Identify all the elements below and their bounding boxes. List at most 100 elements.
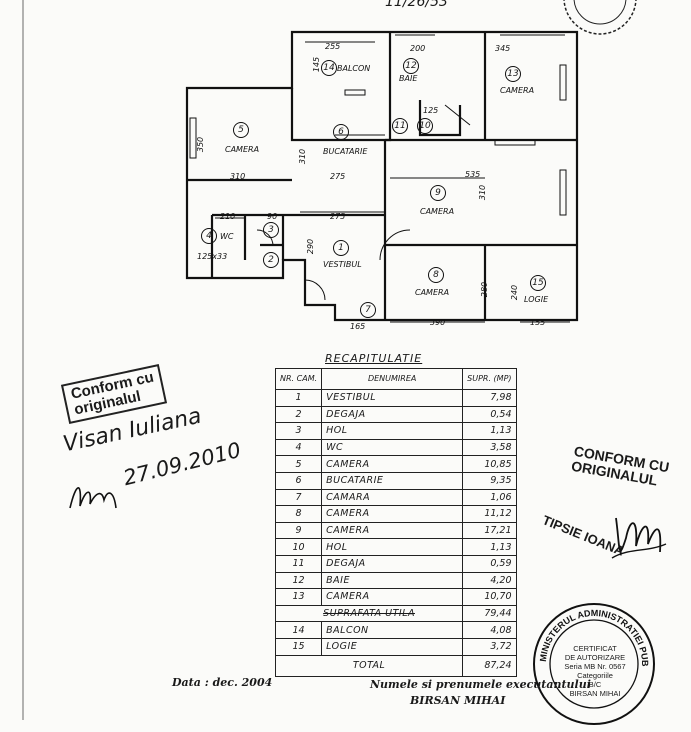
dimension-label: 350 [196,136,206,153]
dimension-label: 345 [495,44,511,53]
row-nr: 12 [274,571,323,590]
recap-header-row: NR. CAM. DENUMIREA SUPR. (MP) [274,368,517,390]
dimension-label: 125x33 [197,252,228,261]
header-name: DENUMIREA [321,368,464,390]
dimension-label: 310 [298,148,308,165]
row-area: 17,21 [462,521,517,540]
row-nr: 7 [274,488,323,507]
row-area: 3,58 [462,438,517,457]
useful-area-label: SUPRAFATA UTILA [274,604,464,623]
row-name: CAMERA [321,588,464,606]
dimension-label: 240 [510,284,520,301]
seal-line: BIRSAN MIHAI [569,689,621,698]
room-number-1: 1 [333,240,349,256]
row-area: 0,59 [462,554,517,573]
row-nr: 11 [274,554,323,573]
room-label-6: BUCATARIE [323,147,368,156]
seal-line: B/C [588,680,602,689]
row-nr: 4 [274,438,323,457]
row-nr: 6 [274,471,323,490]
seal-line: Categoriile [577,671,613,680]
partial-stamp-svg [563,0,637,35]
room-label-13: CAMERA [500,86,535,95]
room-label-5: CAMERA [225,145,260,154]
seal-line: Seria MB Nr. 0567 [564,662,626,671]
room-label-12: BAIE [399,74,418,83]
row-name: BUCATARIE [321,471,464,490]
row-name: CAMERA [321,455,464,473]
row-name: HOL [321,538,464,556]
room-number-6: 6 [333,124,349,140]
dimension-label: 200 [410,44,426,53]
binding-line [22,0,24,720]
row-nr: 9 [274,521,323,540]
row-name: CAMERA [321,505,464,523]
row-name: HOL [321,422,464,440]
row-area: 1,13 [462,538,517,556]
floor-plan: 1 VESTIBUL 2 3 4 WC 5 CAMERA 6 BUCATARIE… [185,30,585,340]
row-name: WC [321,438,464,457]
handwritten-signature-right [608,508,668,568]
dimension-label: 165 [350,322,366,331]
recap-title: RECAPITULATIE [325,352,423,365]
footer-executor-label: Numele si prenumele executantului [370,678,591,691]
row-name: VESTIBUL [321,389,464,407]
row-nr: 10 [274,538,323,556]
row-area: 11,12 [462,505,517,523]
row-nr: 15 [274,637,323,656]
seal-line: CERTIFICAT [573,644,617,653]
total-label: TOTAL [274,654,464,677]
signature-right-svg [611,517,667,559]
file-reference: 11/26/53 [385,0,448,10]
dimension-label: 155 [530,318,546,327]
dimension-label: 290 [306,238,316,255]
room-number-12: 12 [403,58,419,74]
dimension-label: 280 [480,281,490,298]
row-nr: 2 [274,405,323,424]
row-area: 7,98 [462,389,517,407]
row-area: 10,85 [462,455,517,473]
room-number-7: 7 [360,302,376,318]
room-number-5: 5 [233,122,249,138]
room-number-3: 3 [263,222,279,238]
room-number-10: 10 [417,118,433,134]
room-number-15: 15 [530,275,546,291]
row-area: 10,70 [462,588,517,606]
row-nr: 8 [274,505,323,523]
handwritten-signature-left [68,478,118,514]
dimension-label: 275 [330,212,346,221]
room-label-8: CAMERA [415,288,450,297]
header-nr: NR. CAM. [274,368,323,390]
room-number-8: 8 [428,267,444,283]
handwritten-date: 27.09.2010 [120,437,244,491]
dimension-label: 125 [423,106,439,115]
total-value: 87,24 [462,654,517,677]
dimension-label: 390 [430,318,446,327]
dimension-label: 210 [220,212,236,221]
useful-area-value: 79,44 [462,604,517,623]
floor-plan-drawing [185,30,579,323]
dimension-label: 535 [465,170,481,179]
row-nr: 13 [274,588,323,606]
room-label-14: BALCON [337,64,371,73]
footer-date: Data : dec. 2004 [172,676,273,689]
row-area: 4,08 [462,621,517,639]
row-nr: 1 [274,389,323,407]
room-number-14: 14 [321,60,337,76]
room-number-2: 2 [263,252,279,268]
row-nr: 14 [274,621,323,639]
